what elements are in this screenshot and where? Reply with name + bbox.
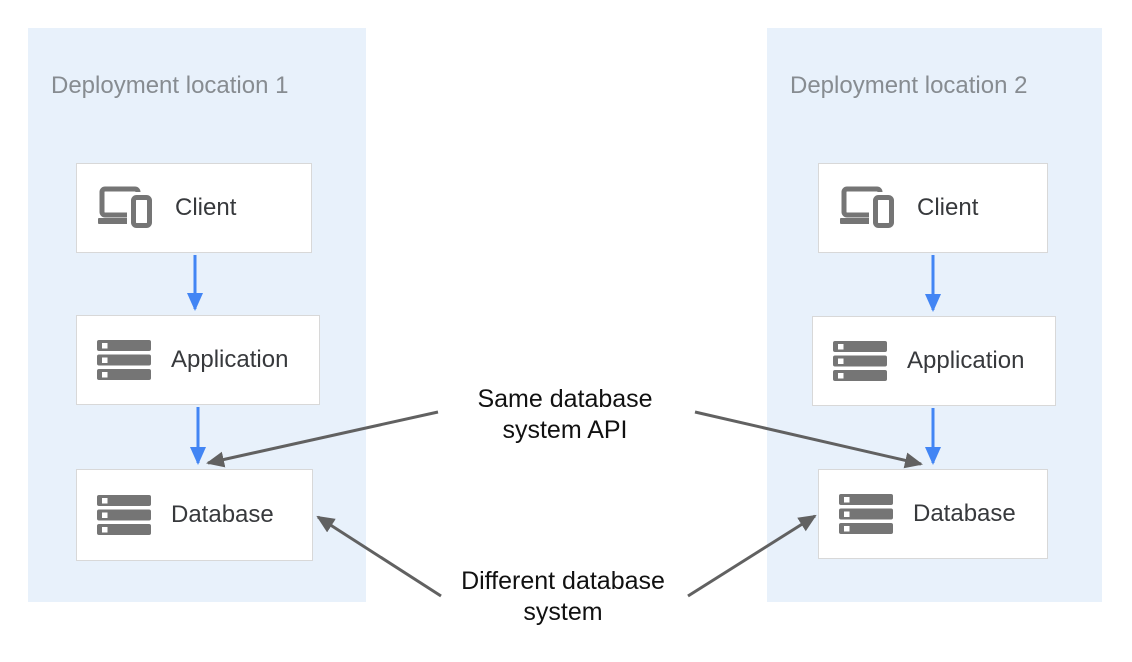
server-stack-icon (97, 340, 151, 380)
devices-icon (97, 186, 155, 230)
node-label: Database (913, 500, 1016, 527)
devices-icon (839, 186, 897, 230)
node-label: Client (917, 194, 979, 221)
panel-title: Deployment location 1 (51, 72, 289, 99)
annotation-same-database-system-api: Same database system API (477, 385, 653, 444)
client-node-location-1: Client (76, 163, 312, 253)
node-label: Client (175, 194, 237, 221)
client-node-location-2: Client (818, 163, 1048, 253)
server-stack-icon (97, 495, 151, 535)
node-label: Database (171, 501, 274, 528)
node-label: Application (907, 347, 1025, 374)
database-node-location-1: Database (76, 469, 313, 561)
server-stack-icon (833, 341, 887, 381)
annotation-different-database-system: Different database system (461, 567, 665, 626)
application-node-location-1: Application (76, 315, 320, 405)
application-node-location-2: Application (812, 316, 1056, 406)
panel-title: Deployment location 2 (790, 72, 1028, 99)
node-label: Application (171, 346, 289, 373)
server-stack-icon (839, 494, 893, 534)
database-node-location-2: Database (818, 469, 1048, 559)
